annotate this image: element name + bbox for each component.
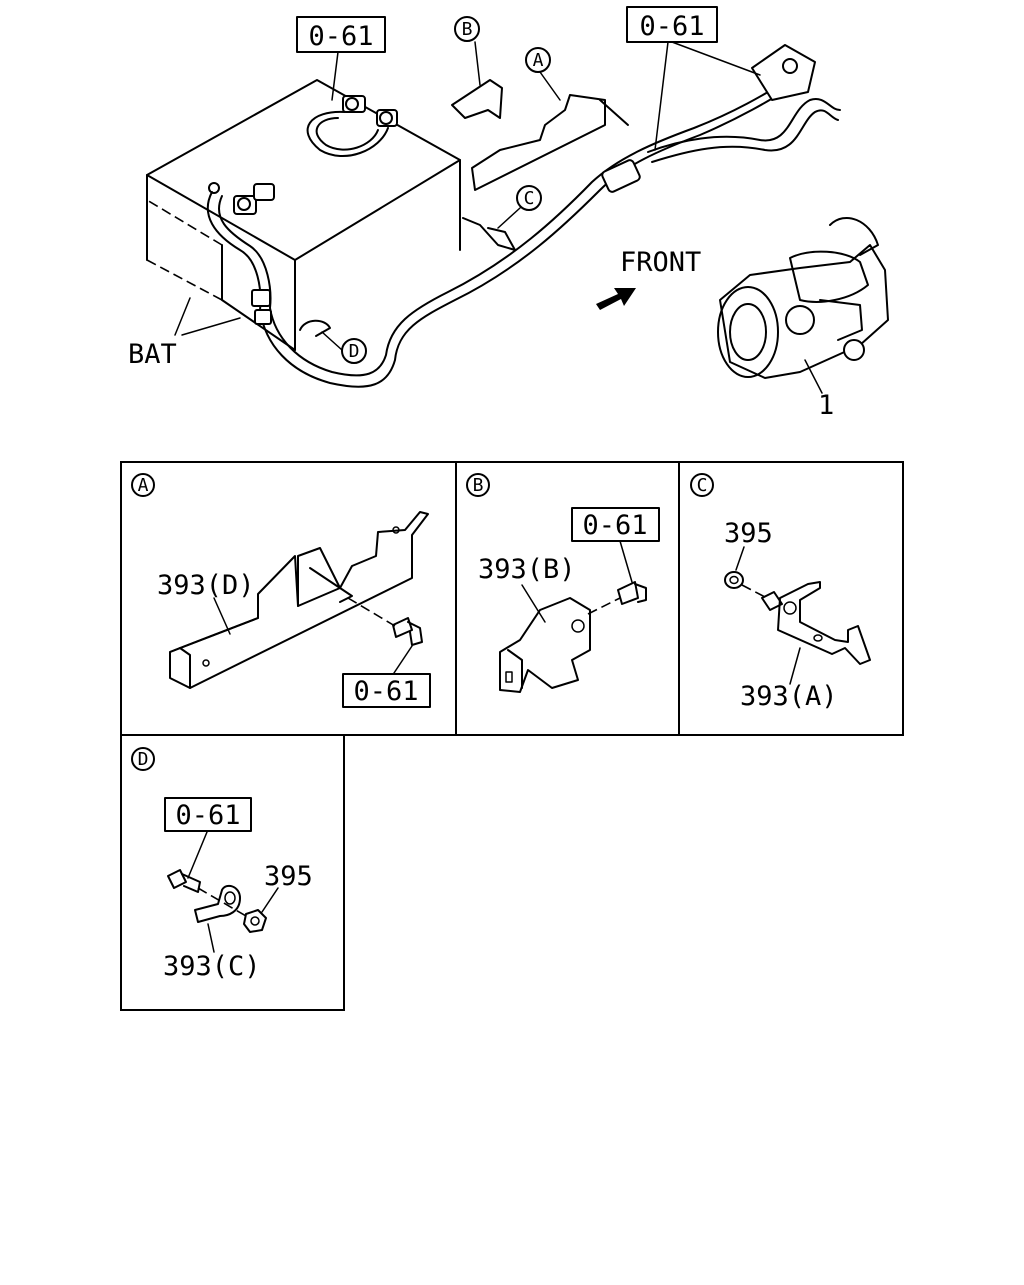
panel-c-badge-circle: [690, 473, 714, 497]
panel-c-leader-bracket: [789, 647, 801, 685]
overview-bracket-a: [471, 94, 629, 191]
panel-c-leader-nut: [735, 546, 745, 571]
panel-b-bracket-label: 393(B): [478, 554, 576, 585]
ref-label-top-right: 0-61: [639, 11, 704, 42]
panel-d-frame: [120, 734, 345, 1011]
panel-b-badge-circle: [466, 473, 490, 497]
callout-c-label: C: [524, 188, 535, 209]
panel-c-dashed-axis: [741, 584, 766, 598]
starter-motor: [717, 216, 889, 379]
front-arrow-icon: [596, 288, 636, 310]
panel-b-badge: B: [473, 475, 484, 496]
bracket-393d: [169, 511, 429, 689]
callout-b-circle: [454, 16, 480, 42]
front-label: FRONT: [620, 247, 701, 278]
battery-cables: [206, 44, 841, 388]
panel-b-ref-label: 0-61: [582, 510, 647, 541]
panel-a-bracket-label: 393(D): [157, 570, 255, 601]
panel-a-dashed-axis: [347, 597, 396, 627]
bolt-panel-b: [617, 581, 647, 605]
panel-c-bracket-label: 393(A): [740, 681, 838, 712]
panel-b: B 393(B) 0-61: [466, 473, 660, 693]
overview-bracket-b: [451, 79, 503, 119]
callout-d-circle: [341, 338, 367, 364]
panel-d-badge-circle: [131, 747, 155, 771]
panel-d-nut-label: 395: [264, 861, 313, 892]
callout-c-circle: [516, 185, 542, 211]
bracket-393a: [777, 581, 871, 665]
callout-a-label: A: [533, 50, 544, 71]
panel-b-dashed-axis: [587, 597, 621, 615]
panel-a-leader-bracket: [213, 597, 231, 635]
panel-c-frame: [678, 461, 904, 736]
panel-c: C 395 393(A): [690, 473, 871, 712]
callout-a-circle: [525, 47, 551, 73]
panel-b-leader-bolt: [619, 540, 633, 583]
panel-b-ref-box: [571, 507, 660, 542]
overview-bracket-c: [462, 217, 516, 251]
overview-leaders: [174, 41, 823, 394]
panel-a-badge-circle: [131, 473, 155, 497]
panel-d: D 0-61 395 393(C): [131, 747, 313, 982]
stud-panel-c: [761, 591, 783, 611]
starter-part-number: 1: [818, 390, 834, 421]
bolt-panel-a: [392, 617, 423, 646]
panel-d-leader-nut: [261, 887, 279, 913]
panel-d-dashed-axis: [197, 887, 247, 917]
panel-d-leader-bolt: [187, 831, 208, 879]
callout-d-label: D: [349, 341, 360, 362]
bolt-panel-d: [167, 869, 201, 893]
battery-assembly: [146, 79, 461, 351]
clamp-393c: [194, 884, 241, 923]
panel-a-ref-label: 0-61: [353, 676, 418, 707]
ref-label-top-left: 0-61: [308, 21, 373, 52]
callout-b-label: B: [462, 19, 473, 40]
bracket-393b: [499, 597, 591, 693]
panel-d-clamp-label: 393(C): [163, 951, 261, 982]
nut-panel-c: [724, 571, 744, 589]
panel-a-ref-box: [342, 673, 431, 708]
nut-panel-d: [243, 909, 267, 933]
ref-box-top-left: [296, 16, 386, 53]
panel-b-leader-bracket: [521, 584, 546, 623]
panel-d-ref-label: 0-61: [175, 800, 240, 831]
panel-d-badge: D: [138, 749, 149, 770]
panel-d-leader-clamp: [207, 923, 215, 953]
panel-a-badge: A: [138, 475, 149, 496]
ref-box-top-right: [626, 6, 718, 43]
panel-a: A 393(D) 0-61: [131, 473, 431, 708]
battery-label: BAT: [128, 339, 177, 370]
panel-c-badge: C: [697, 475, 708, 496]
panel-d-ref-box: [164, 797, 252, 832]
panel-a-leader-bolt: [391, 645, 413, 677]
overview-clamp-d: [299, 319, 331, 337]
panel-c-nut-label: 395: [724, 518, 773, 549]
